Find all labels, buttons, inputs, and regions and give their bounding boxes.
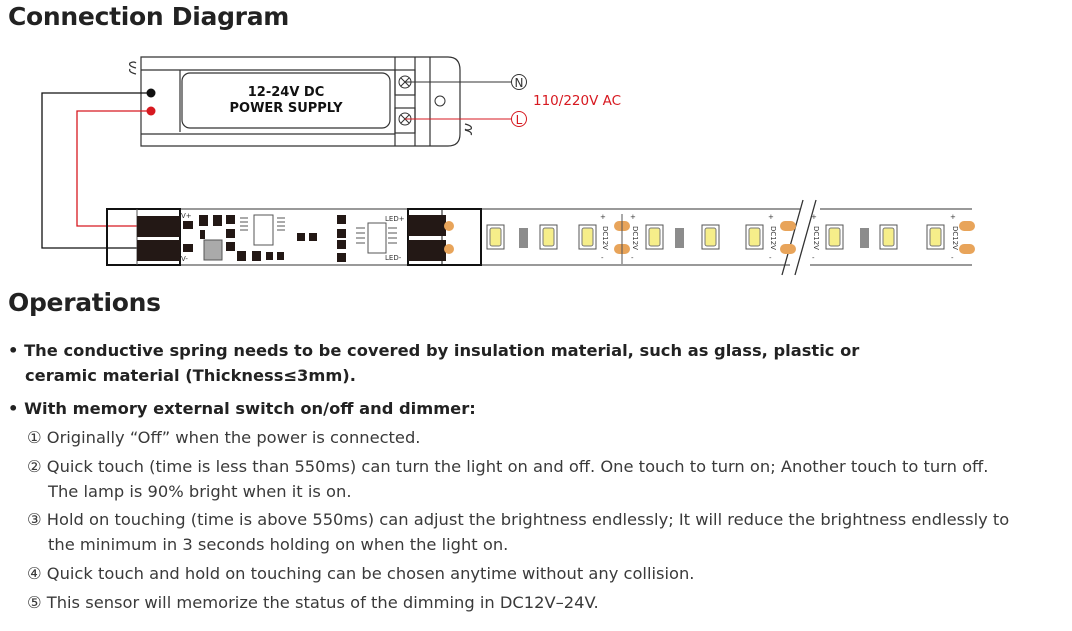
operation-item-1: ① Originally “Off” when the power is con… bbox=[27, 428, 421, 447]
led-chip-emitter bbox=[542, 227, 555, 247]
resistor bbox=[675, 228, 684, 248]
led-strip bbox=[106, 199, 972, 276]
minus-label: - bbox=[951, 254, 954, 262]
operation-item-3: ③ Hold on touching (time is above 550ms)… bbox=[27, 510, 1010, 529]
operation-item-3-cont: the minimum in 3 seconds holding on when… bbox=[48, 535, 509, 554]
negative-wire bbox=[41, 92, 152, 249]
dc12v-label: DC12V bbox=[631, 226, 639, 250]
dc12v-label: DC12V bbox=[812, 226, 820, 250]
solder-pad bbox=[959, 221, 975, 231]
live-label: L bbox=[516, 113, 523, 127]
power-supply-label: POWER SUPPLY bbox=[230, 101, 344, 116]
operation-item-2-cont: The lamp is 90% bright when it is on. bbox=[48, 482, 352, 501]
positive-wire bbox=[76, 110, 151, 227]
led-chip-emitter bbox=[704, 227, 717, 247]
solder-pad bbox=[780, 221, 796, 231]
resistor bbox=[860, 228, 869, 248]
bullet-insulation: • The conductive spring needs to be cove… bbox=[8, 341, 860, 360]
minus-label: - bbox=[769, 254, 772, 262]
dc12v-label: DC12V bbox=[951, 226, 959, 250]
resistor bbox=[519, 228, 528, 248]
dc12v-label: DC12V bbox=[769, 226, 777, 250]
neutral-terminal-icon bbox=[511, 74, 527, 90]
plus-label: + bbox=[768, 213, 774, 221]
operation-item-5: ⑤ This sensor will memorize the status o… bbox=[27, 593, 599, 612]
led-chip-emitter bbox=[581, 227, 594, 247]
operation-item-4: ④ Quick touch and hold on touching can b… bbox=[27, 564, 695, 583]
power-supply-label: 12-24V DC bbox=[248, 85, 325, 100]
bullet-memory-switch: • With memory external switch on/off and… bbox=[8, 399, 476, 418]
connection-diagram-title: Connection Diagram bbox=[8, 2, 290, 31]
led-chip-emitter bbox=[929, 227, 942, 247]
v-minus-label: V- bbox=[181, 255, 188, 263]
plus-label: + bbox=[630, 213, 636, 221]
bullet-insulation-cont: ceramic material (Thickness≤3mm). bbox=[25, 366, 356, 385]
led-chip-emitter bbox=[648, 227, 661, 247]
connection-diagram: 12-24V DC POWER SUPPLY N L 110/220V AC bbox=[41, 56, 975, 276]
ac-voltage-label: 110/220V AC bbox=[533, 93, 621, 109]
minus-label: - bbox=[601, 254, 604, 262]
power-supply bbox=[129, 56, 472, 147]
operation-item-2: ② Quick touch (time is less than 550ms) … bbox=[27, 457, 989, 476]
minus-label: - bbox=[812, 254, 815, 262]
led-plus-label: LED+ bbox=[385, 215, 405, 223]
led-minus-label: LED- bbox=[385, 254, 402, 262]
minus-label: - bbox=[631, 254, 634, 262]
neutral-label: N bbox=[515, 76, 524, 90]
terminal-screw-icon bbox=[398, 75, 446, 126]
plus-label: + bbox=[950, 213, 956, 221]
v-plus-label: V+ bbox=[181, 212, 192, 220]
led-chip-emitter bbox=[882, 227, 895, 247]
dc12v-label: DC12V bbox=[601, 226, 609, 250]
led-chip-emitter bbox=[748, 227, 761, 247]
solder-pad bbox=[780, 244, 796, 254]
led-chip-emitter bbox=[828, 227, 841, 247]
plus-label: + bbox=[811, 213, 817, 221]
live-terminal-icon bbox=[511, 111, 527, 127]
solder-pad bbox=[959, 244, 975, 254]
operations-title: Operations bbox=[8, 288, 161, 317]
plus-label: + bbox=[600, 213, 606, 221]
led-chip-emitter bbox=[489, 227, 502, 247]
